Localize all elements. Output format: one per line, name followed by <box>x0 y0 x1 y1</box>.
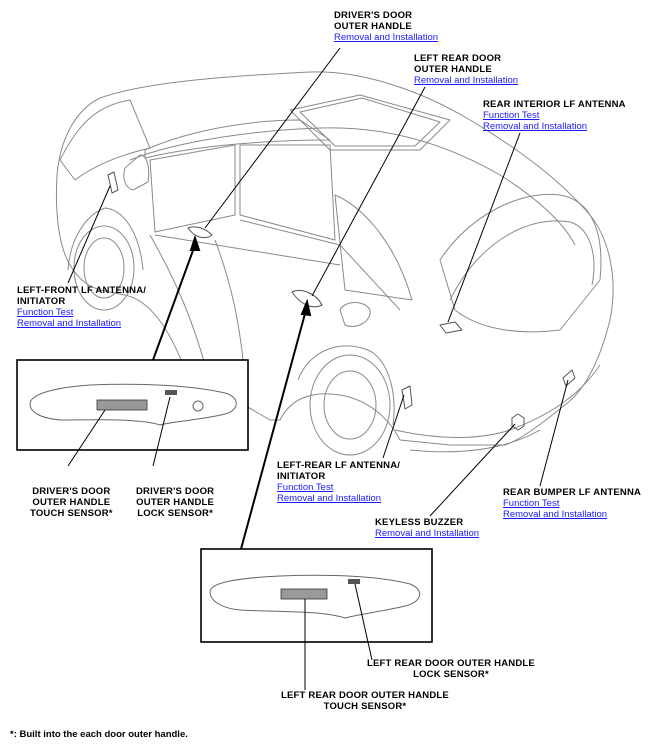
sensor-label-line: LEFT REAR DOOR OUTER HANDLE <box>281 690 449 701</box>
callout-title: DRIVER'S DOOR <box>334 10 413 21</box>
detail-pointers <box>152 234 312 550</box>
callout-left-front-lf-antenna: LEFT-FRONT LF ANTENNA/ INITIATOR Functio… <box>17 285 146 329</box>
callout-keyless-buzzer: KEYLESS BUZZER Removal and Installation <box>375 517 479 539</box>
sensor-label-line: OUTER HANDLE <box>136 497 215 508</box>
left-rear-handle-detail-box <box>200 548 433 690</box>
callout-title: LEFT REAR DOOR <box>414 53 502 64</box>
sensor-label-line: OUTER HANDLE <box>32 497 111 508</box>
label-drivers-lock-sensor: DRIVER'S DOOR OUTER HANDLE LOCK SENSOR* <box>136 486 214 519</box>
callout-title: REAR BUMPER LF ANTENNA <box>503 487 642 498</box>
leader-lines <box>67 47 569 517</box>
function-test-link[interactable]: Function Test <box>503 498 560 509</box>
removal-installation-link[interactable]: Removal and Installation <box>483 121 588 132</box>
sensor-label-line: DRIVER'S DOOR <box>32 486 111 497</box>
callout-title: LEFT-REAR LF ANTENNA/ <box>277 460 401 471</box>
sensor-label-line: TOUCH SENSOR* <box>30 508 113 519</box>
sensor-label-line: LOCK SENSOR* <box>137 508 213 519</box>
sensor-label-line: LOCK SENSOR* <box>413 669 489 680</box>
callout-title: LEFT-FRONT LF ANTENNA/ <box>17 285 147 296</box>
removal-installation-link[interactable]: Removal and Installation <box>17 318 122 329</box>
callout-title: INITIATOR <box>17 296 66 307</box>
removal-installation-link[interactable]: Removal and Installation <box>414 75 519 86</box>
sensor-label-line: TOUCH SENSOR* <box>323 701 407 712</box>
removal-installation-link[interactable]: Removal and Installation <box>503 509 608 520</box>
callout-rear-bumper-lf-antenna: REAR BUMPER LF ANTENNA Function Test Rem… <box>503 487 641 520</box>
function-test-link[interactable]: Function Test <box>483 110 540 121</box>
callout-title: REAR INTERIOR LF ANTENNA <box>483 99 626 110</box>
removal-installation-link[interactable]: Removal and Installation <box>334 32 439 43</box>
function-test-link[interactable]: Function Test <box>17 307 74 318</box>
label-left-rear-touch-sensor: LEFT REAR DOOR OUTER HANDLE TOUCH SENSOR… <box>281 690 449 712</box>
callout-left-rear-lf-antenna: LEFT-REAR LF ANTENNA/ INITIATOR Function… <box>277 460 400 504</box>
function-test-link[interactable]: Function Test <box>277 482 334 493</box>
callout-left-rear-door-outer-handle: LEFT REAR DOOR OUTER HANDLE Removal and … <box>414 53 518 86</box>
callout-title: KEYLESS BUZZER <box>375 517 464 528</box>
label-left-rear-lock-sensor: LEFT REAR DOOR OUTER HANDLE LOCK SENSOR* <box>367 658 535 680</box>
callout-title: OUTER HANDLE <box>334 21 412 32</box>
callout-rear-interior-lf-antenna: REAR INTERIOR LF ANTENNA Function Test R… <box>483 99 626 132</box>
callout-drivers-door-outer-handle: DRIVER'S DOOR OUTER HANDLE Removal and I… <box>334 10 438 43</box>
sensor-label-line: LEFT REAR DOOR OUTER HANDLE <box>367 658 535 669</box>
removal-installation-link[interactable]: Removal and Installation <box>375 528 480 539</box>
label-drivers-touch-sensor: DRIVER'S DOOR OUTER HANDLE TOUCH SENSOR* <box>30 486 113 519</box>
callout-title: OUTER HANDLE <box>414 64 492 75</box>
footnote: *: Built into the each door outer handle… <box>10 729 188 740</box>
callout-title: INITIATOR <box>277 471 326 482</box>
sensor-label-line: DRIVER'S DOOR <box>136 486 215 497</box>
removal-installation-link[interactable]: Removal and Installation <box>277 493 382 504</box>
drivers-handle-detail-box <box>16 359 249 467</box>
